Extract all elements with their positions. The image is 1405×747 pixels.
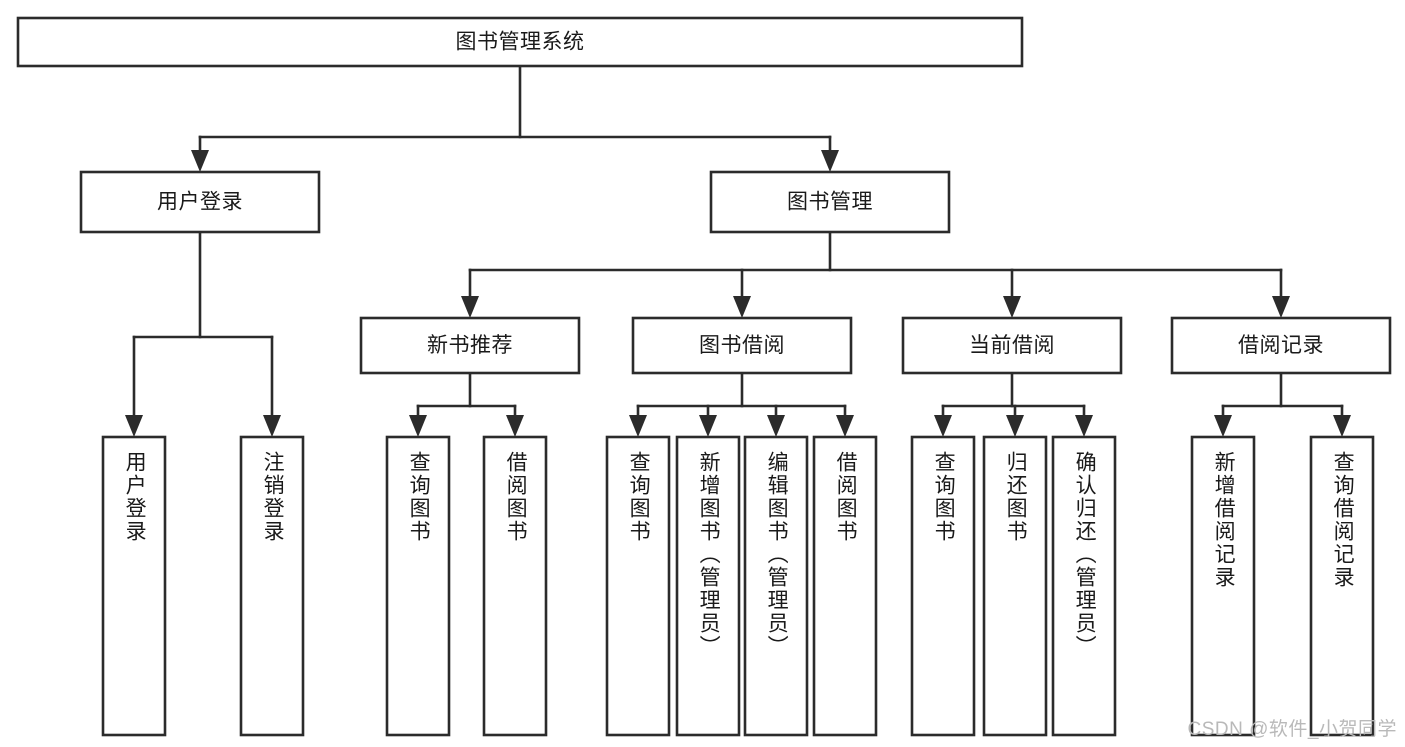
arrow-to-leaf-return-book [1006, 415, 1024, 437]
arrow-to-leaf-edit-book [767, 415, 785, 437]
arrow-to-borrow-record [1272, 296, 1290, 318]
node-box-book-manage[interactable] [709, 170, 951, 234]
arrow-to-leaf-query-book-cur [934, 415, 952, 437]
arrow-to-leaf-query-book-rec [409, 415, 427, 437]
arrow-to-leaf-logout [263, 415, 281, 437]
node-box-leaf-edit-book[interactable] [743, 435, 809, 737]
node-box-leaf-return-book[interactable] [982, 435, 1048, 737]
node-label-book-borrow: 图书借阅 [699, 334, 785, 357]
node-label-current-borrow: 当前借阅 [969, 334, 1055, 357]
boxes-layer [16, 16, 1392, 737]
connectors-layer [125, 64, 1351, 437]
node-box-current-borrow[interactable] [901, 316, 1123, 375]
node-label-new-book-recommend: 新书推荐 [427, 334, 513, 357]
node-box-leaf-add-book[interactable] [675, 435, 741, 737]
arrow-to-leaf-confirm-return [1075, 415, 1093, 437]
arrow-to-leaf-borrow-book-rec [506, 415, 524, 437]
node-label-book-manage: 图书管理 [787, 191, 873, 214]
node-box-leaf-borrow-book[interactable] [812, 435, 878, 737]
arrow-to-leaf-borrow-book [836, 415, 854, 437]
arrow-to-leaf-user-login [125, 415, 143, 437]
node-box-leaf-query-book-borrow[interactable] [605, 435, 671, 737]
arrow-to-new-book-recommend [461, 296, 479, 318]
node-box-leaf-query-book-rec[interactable] [385, 435, 451, 737]
arrow-to-leaf-add-record [1214, 415, 1232, 437]
node-box-book-borrow[interactable] [631, 316, 853, 375]
node-label-user-login: 用户登录 [157, 191, 243, 214]
node-box-leaf-add-record[interactable] [1190, 435, 1256, 737]
node-box-root[interactable] [16, 16, 1024, 68]
arrow-to-leaf-query-book-borrow [629, 415, 647, 437]
node-label-borrow-record: 借阅记录 [1238, 334, 1324, 357]
arrow-to-user-login [191, 150, 209, 172]
node-box-leaf-logout[interactable] [239, 435, 305, 737]
node-label-root: 图书管理系统 [456, 31, 585, 54]
arrow-to-current-borrow [1003, 296, 1021, 318]
node-box-user-login[interactable] [79, 170, 321, 234]
arrow-to-leaf-query-record [1333, 415, 1351, 437]
node-box-leaf-borrow-book-rec[interactable] [482, 435, 548, 737]
node-box-leaf-query-record[interactable] [1309, 435, 1375, 737]
arrow-to-leaf-add-book [699, 415, 717, 437]
arrow-to-book-manage [821, 150, 839, 172]
node-box-leaf-query-book-cur[interactable] [910, 435, 976, 737]
arrow-to-book-borrow [733, 296, 751, 318]
node-box-new-book-recommend[interactable] [359, 316, 581, 375]
node-box-leaf-confirm-return[interactable] [1051, 435, 1117, 737]
node-box-borrow-record[interactable] [1170, 316, 1392, 375]
node-box-leaf-user-login[interactable] [101, 435, 167, 737]
